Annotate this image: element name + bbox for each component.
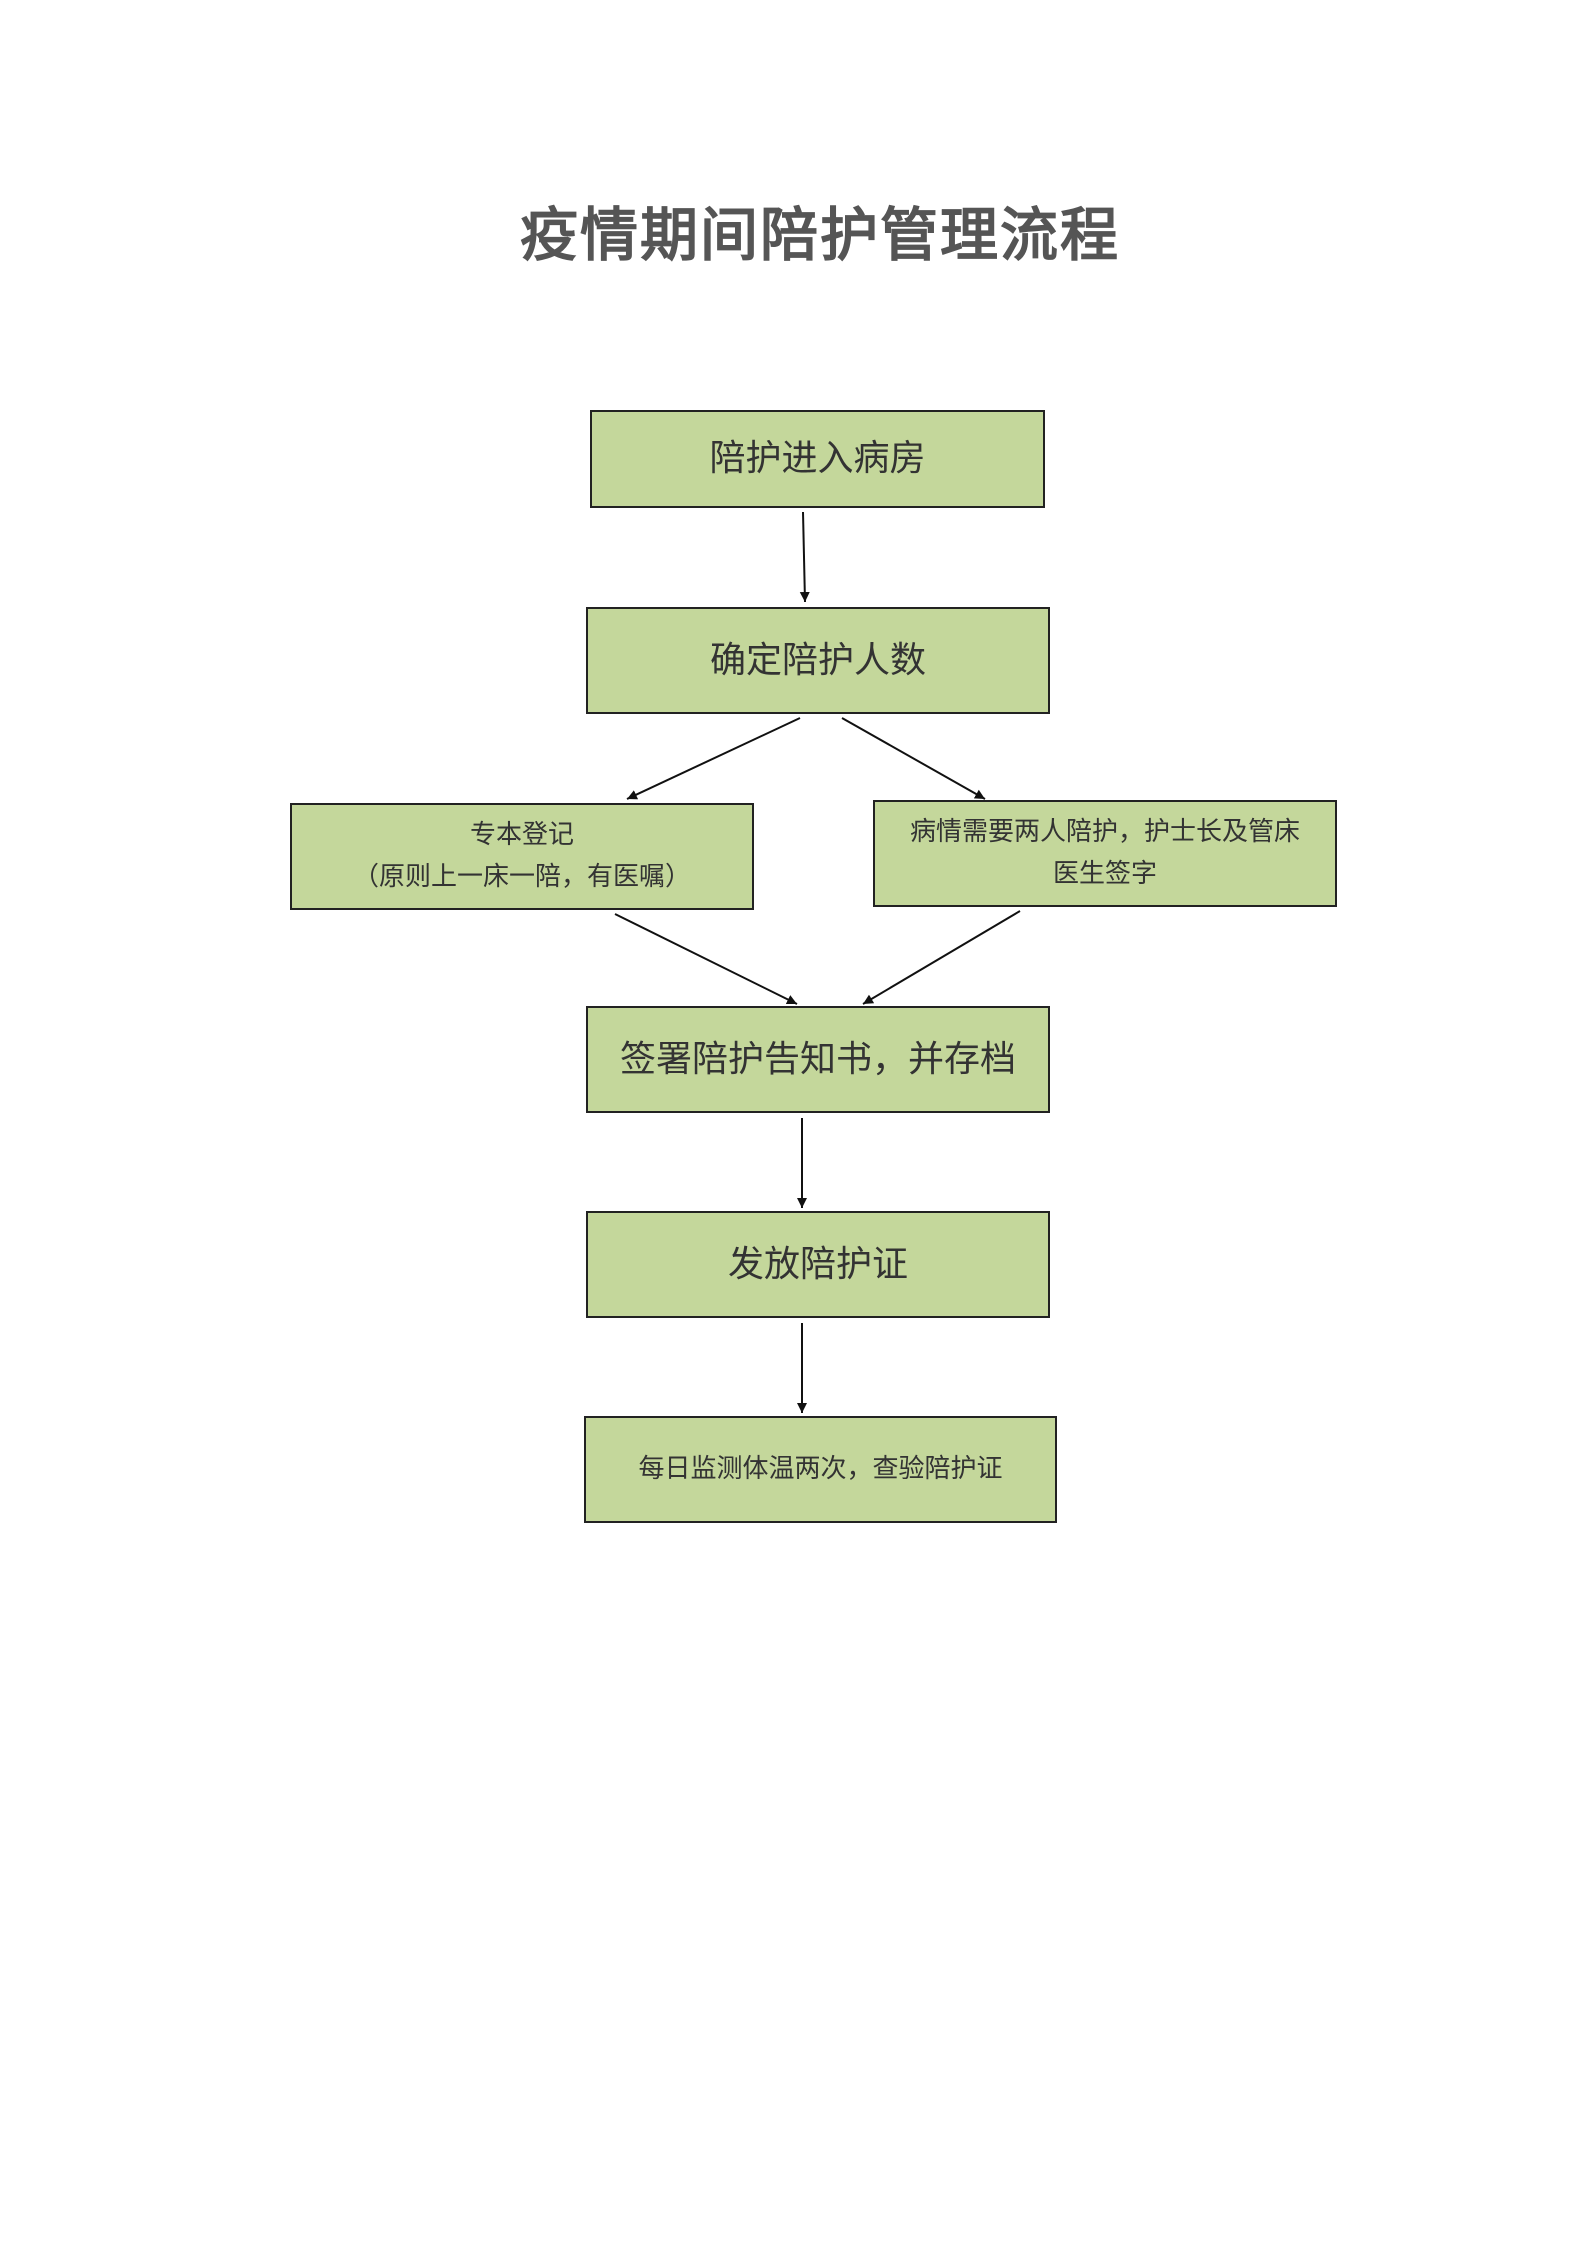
node-daily-check: 每日监测体温两次，查验陪护证 [584,1416,1057,1523]
node-dedicated-registration-line1: 专本登记 [469,819,574,850]
node-sign-notice-label: 签署陪护告知书，并存档 [619,1038,1016,1080]
node-two-person-escort-line1: 病情需要两人陪护，护士长及管床 [909,816,1300,847]
node-enter-ward: 陪护进入病房 [590,410,1045,508]
page-title: 疫情期间陪护管理流程 [519,201,1120,269]
node-enter-ward-label: 陪护进入病房 [709,438,926,480]
node-dedicated-registration: 专本登记 （原则上一床一陪，有医嘱） [290,803,754,910]
arrow-enter-to-count [799,511,810,603]
arrow-registration-to-sign [614,913,798,1005]
arrow-two-person-to-sign [862,910,1021,1005]
node-dedicated-registration-line2: （原则上一床一陪，有医嘱） [352,861,691,892]
node-issue-pass: 发放陪护证 [586,1211,1050,1318]
node-daily-check-label: 每日监测体温两次，查验陪护证 [638,1453,1003,1484]
arrow-count-to-registration [626,717,801,800]
node-determine-count-label: 确定陪护人数 [709,639,926,681]
node-issue-pass-label: 发放陪护证 [727,1243,908,1285]
node-determine-count: 确定陪护人数 [586,607,1050,714]
arrow-count-to-two-person [841,717,986,800]
node-two-person-escort-line2: 医生签字 [1052,858,1157,889]
node-sign-notice: 签署陪护告知书，并存档 [586,1006,1050,1113]
node-two-person-escort: 病情需要两人陪护，护士长及管床 医生签字 [873,800,1337,907]
